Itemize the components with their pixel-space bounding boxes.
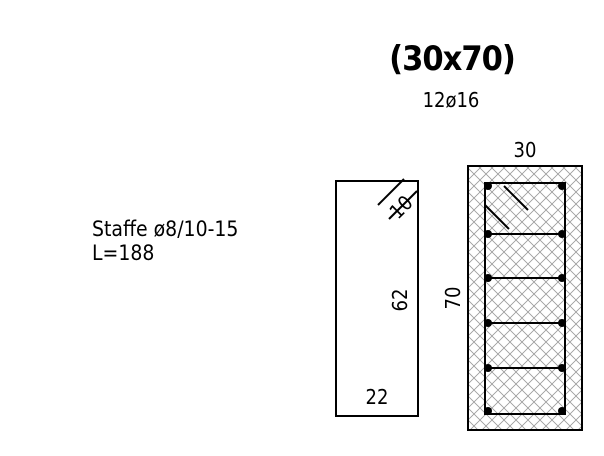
section-outline xyxy=(467,165,583,431)
rebar-dot xyxy=(484,364,492,372)
stirrup-loop xyxy=(484,182,566,415)
rebar-dot xyxy=(558,364,566,372)
stirrup-shape: 10 62 22 xyxy=(335,178,419,417)
rebar-dot xyxy=(484,182,492,190)
section-hook-line-1 xyxy=(484,204,510,230)
rebar-dot xyxy=(484,230,492,238)
stirrup-spec-label: Staffe ø8/10-15 xyxy=(92,217,238,241)
section-title: (30x70) xyxy=(389,39,515,79)
rebar-dot xyxy=(484,407,492,415)
beam-cross-section: 30 70 xyxy=(441,138,583,431)
stirrup-width-label: 22 xyxy=(366,385,389,409)
rebar-dot xyxy=(484,274,492,282)
section-width-label: 30 xyxy=(514,138,537,162)
section-height-label: 70 xyxy=(441,287,465,310)
section-hatch-fill xyxy=(468,166,582,430)
rebar-dot xyxy=(558,274,566,282)
longitudinal-bars-label: 12ø16 xyxy=(423,88,480,112)
stirrup-height-label: 62 xyxy=(388,289,412,312)
rebar-dot xyxy=(484,319,492,327)
rebar-dot xyxy=(558,230,566,238)
rebar-dot xyxy=(558,319,566,327)
rebar-dot xyxy=(558,182,566,190)
stirrup-hook-line-1 xyxy=(377,178,405,206)
section-hook-line-2 xyxy=(503,185,529,211)
stirrup-length-label: L=188 xyxy=(92,241,154,265)
stirrup-outline xyxy=(335,180,419,417)
stirrup-hook-line-2 xyxy=(388,190,418,220)
rebar-dot xyxy=(558,407,566,415)
